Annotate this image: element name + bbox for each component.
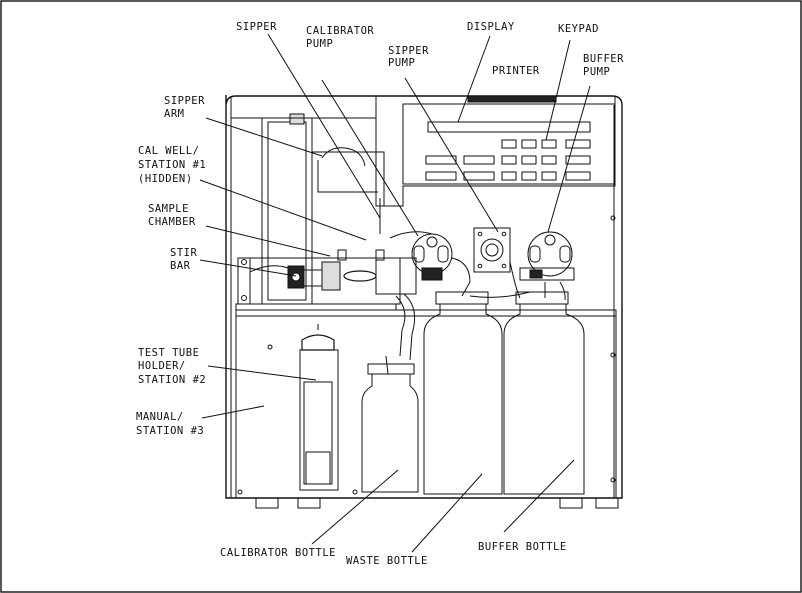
test-tube-holder [299, 324, 339, 491]
label-test-tube-line3: STATION #2 [138, 374, 206, 386]
label-cal-well-line1: CAL WELL/ [138, 145, 199, 157]
label-keypad: KEYPAD [558, 23, 599, 35]
printer-slot [467, 95, 557, 103]
sipper-arm-assembly [231, 113, 385, 305]
keypad-keys [425, 139, 591, 181]
label-calibrator-pump-line2: PUMP [306, 38, 333, 50]
waste-bottle-shape [423, 291, 503, 495]
label-calibrator-bottle: CALIBRATOR BOTTLE [220, 547, 336, 559]
label-buffer-bottle: BUFFER BOTTLE [478, 541, 567, 553]
label-sipper-arm-line2: ARM [164, 108, 184, 120]
label-manual-line2: STATION #3 [136, 425, 204, 437]
label-cal-well-line2: STATION #1 [138, 159, 206, 171]
label-sample-chamber-line2: CHAMBER [148, 216, 196, 228]
label-calibrator-pump-line1: CALIBRATOR [306, 25, 374, 37]
control-panel [375, 95, 616, 207]
label-test-tube-line1: TEST TUBE [138, 347, 199, 359]
sipper-pump [473, 227, 511, 273]
label-sipper-pump-line1: SIPPER [388, 45, 429, 57]
lcd-display [427, 121, 591, 133]
calibrator-pump [389, 231, 453, 281]
buffer-pump [519, 231, 575, 281]
label-display: DISPLAY [467, 21, 515, 33]
label-sipper: SIPPER [236, 21, 277, 33]
label-sipper-arm-line1: SIPPER [164, 95, 205, 107]
label-stir-bar-line1: STIR [170, 247, 197, 259]
leader-lines [199, 33, 591, 553]
tubing [385, 257, 566, 375]
label-manual-line1: MANUAL/ [136, 411, 184, 423]
label-printer: PRINTER [492, 65, 540, 77]
label-sample-chamber-line1: SAMPLE [148, 203, 189, 215]
buffer-bottle-shape [503, 291, 585, 495]
stir-bar [343, 270, 377, 282]
label-waste-bottle: WASTE BOTTLE [346, 555, 428, 567]
label-sipper-pump-line2: PUMP [388, 57, 415, 69]
label-cal-well-line3: (HIDDEN) [138, 173, 193, 185]
instrument-body [225, 95, 623, 509]
label-buffer-pump-line1: BUFFER [583, 53, 624, 65]
labels: SIPPER CALIBRATOR PUMP DISPLAY KEYPAD SI… [136, 21, 624, 567]
sample-chamber-assembly [235, 249, 417, 361]
label-test-tube-line2: HOLDER/ [138, 360, 186, 372]
label-stir-bar-line2: BAR [170, 260, 191, 272]
calibrator-bottle-shape [361, 363, 419, 493]
label-buffer-pump-line2: PUMP [583, 66, 610, 78]
